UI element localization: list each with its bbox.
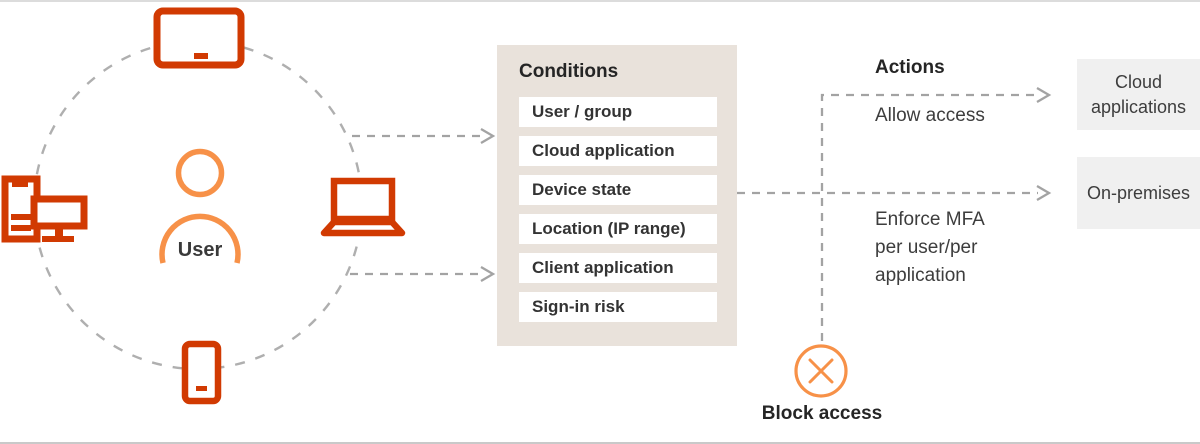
cloud-applications-box: Cloud applications bbox=[1077, 59, 1200, 130]
person-icon bbox=[159, 148, 241, 264]
cloud-applications-label: Cloud applications bbox=[1090, 71, 1187, 117]
arrowhead-icon bbox=[1036, 185, 1052, 201]
arrowhead-icon bbox=[480, 128, 496, 144]
condition-row-device-state: Device state bbox=[519, 175, 717, 205]
laptop-icon bbox=[320, 177, 406, 237]
blocked-circle-x-icon bbox=[794, 344, 848, 398]
actions-title: Actions bbox=[875, 57, 945, 78]
block-access-label: Block access bbox=[761, 403, 883, 424]
conditions-title: Conditions bbox=[519, 61, 619, 82]
arrowhead-icon bbox=[1036, 87, 1052, 103]
dashed-arrow-to-conditions-top bbox=[352, 128, 496, 144]
on-premises-box: On-premises bbox=[1077, 157, 1200, 229]
dashed-arrow-to-on-premises bbox=[737, 185, 1052, 201]
dashed-arrow-to-cloud-applications bbox=[820, 87, 1052, 341]
user-label: User bbox=[177, 239, 223, 261]
allow-access-label: Allow access bbox=[875, 105, 985, 126]
condition-row-location: Location (IP range) bbox=[519, 214, 717, 244]
condition-row-user-group: User / group bbox=[519, 97, 717, 127]
conditions-panel: Conditions User / group Cloud applicatio… bbox=[497, 45, 737, 346]
condition-row-sign-in-risk: Sign-in risk bbox=[519, 292, 717, 322]
arrowhead-icon bbox=[480, 266, 496, 282]
tablet-icon bbox=[153, 7, 245, 69]
condition-row-cloud-application: Cloud application bbox=[519, 136, 717, 166]
on-premises-label: On-premises bbox=[1086, 182, 1191, 203]
condition-row-client-application: Client application bbox=[519, 253, 717, 283]
dashed-arrow-to-conditions-bottom bbox=[350, 266, 496, 282]
enforce-mfa-label: Enforce MFA per user/per application bbox=[875, 209, 984, 286]
desktop-computer-icon bbox=[1, 175, 88, 243]
smartphone-icon bbox=[181, 340, 222, 405]
